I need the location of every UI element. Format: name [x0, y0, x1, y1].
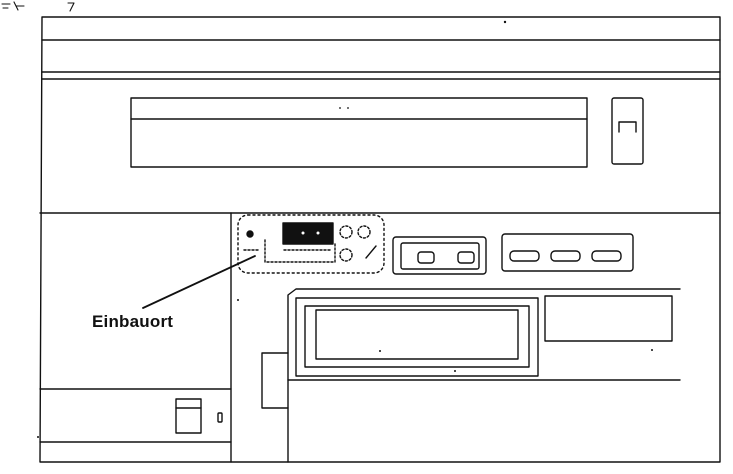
scan-specks: [37, 20, 653, 438]
upper-drive-slot: [130, 97, 588, 168]
callout-label-einbauort: Einbauort: [92, 312, 174, 331]
callout-leader-line: [142, 255, 256, 309]
installation-location-dotted: [237, 214, 385, 274]
eject-lever: [611, 97, 644, 165]
control-button-group-left: [392, 236, 487, 275]
scan-artifact-marks: [1, 1, 75, 12]
device-housing-outline: [39, 16, 721, 463]
lower-drive-bay: [261, 288, 681, 463]
left-door-panel: [39, 212, 232, 463]
control-button-group-right: [501, 233, 634, 272]
